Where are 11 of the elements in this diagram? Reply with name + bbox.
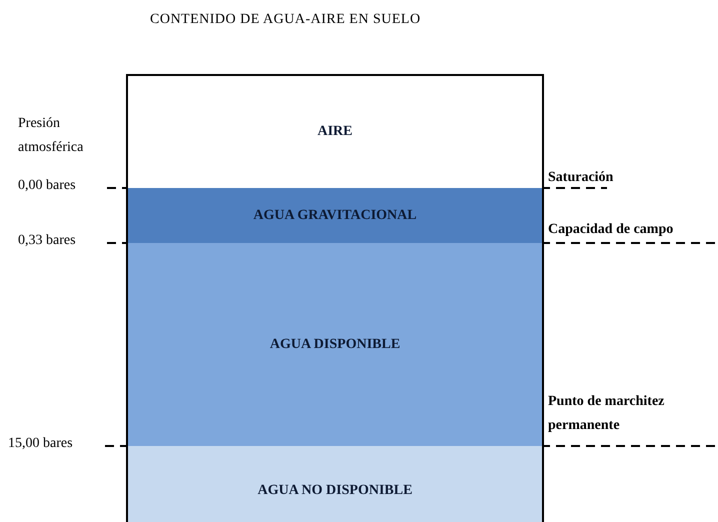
level-label: Capacidad de campo (548, 222, 674, 238)
available-water-layer: AGUA DISPONIBLE (128, 243, 542, 446)
level-label: Punto de marchitez permanente (548, 393, 666, 435)
pressure-value: 0,00 bares (18, 178, 76, 194)
gravitational-water-layer: AGUA GRAVITACIONAL (128, 188, 542, 243)
pressure-value: 15,00 bares (8, 436, 73, 452)
level-label: Saturación (548, 170, 614, 186)
diagram-title: CONTENIDO DE AGUA-AIRE EN SUELO (150, 12, 421, 28)
unavailable-water-layer: AGUA NO DISPONIBLE (128, 446, 542, 522)
pressure-value: 0,33 bares (18, 233, 76, 249)
pressure-label: Presión atmosférica (18, 115, 84, 157)
